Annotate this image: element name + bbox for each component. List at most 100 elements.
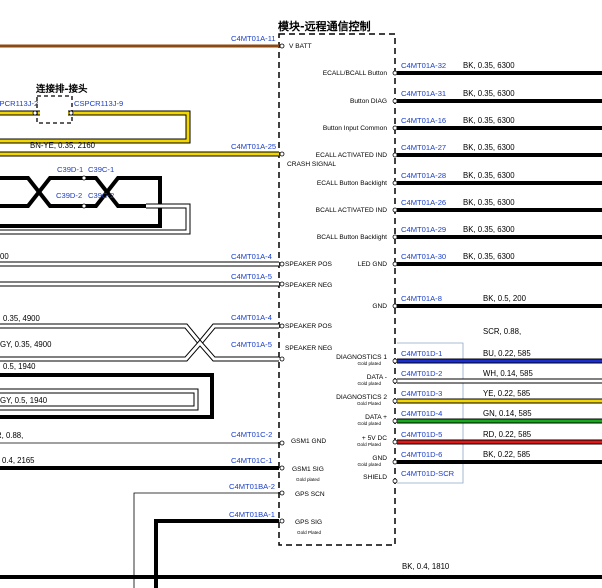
- signal-label-right-6: BCALL ACTIVATED IND: [316, 207, 388, 214]
- signal-label-right-12: DIAGNOSTICS 2: [336, 394, 387, 401]
- pin-label-left-7: C4MT01C-2: [231, 430, 272, 439]
- wire-label-right-14: RD, 0.22, 585: [483, 430, 532, 439]
- c39d2-label: C39D-2: [56, 191, 82, 200]
- signal-label-right-7: BCALL Button Backlight: [317, 234, 387, 241]
- wire-label-right-1: BK, 0.35, 6300: [463, 61, 515, 70]
- signal-label-right-4: ECALL ACTIVATED IND: [316, 152, 388, 159]
- signal-sub-left-8: Gold plated: [296, 477, 320, 482]
- wire-label-right-9: BK, 0.5, 200: [483, 294, 527, 303]
- wire-label-right-12: YE, 0.22, 585: [483, 389, 531, 398]
- wire-label-088: R, 0.88,: [0, 431, 23, 440]
- pin-label-right-14: C4MT01D-5: [401, 430, 442, 439]
- wire-speaker2-twisted[interactable]: [0, 323, 279, 362]
- pin-label-right-13: C4MT01D-4: [401, 409, 442, 418]
- signal-label-right-16: SHIELD: [363, 474, 387, 481]
- wire-label-right-10: BU, 0.22, 585: [483, 349, 531, 358]
- signal-label-left-8: GSM1 SIG: [292, 466, 324, 473]
- pin-label-right-8: C4MT01A-30: [401, 252, 446, 261]
- wire-label-right-15: BK, 0.22, 585: [483, 450, 531, 459]
- signal-sub-right-13: Gold plated: [358, 421, 382, 426]
- pin-label-right-16: C4MT01D-SCR: [401, 469, 455, 478]
- right-wires-group-a: [397, 71, 602, 308]
- pin-label-left-10: C4MT01BA-1: [229, 510, 275, 519]
- wire-label-4900b: GY, 0.35, 4900: [0, 340, 52, 349]
- signal-sub-right-10: Gold plated: [358, 361, 382, 366]
- pin-label-right-1: C4MT01A-32: [401, 61, 446, 70]
- pin-label-right-15: C4MT01D-6: [401, 450, 442, 459]
- loop-black-1940: [0, 373, 214, 419]
- signal-label-left-4: SPEAKER NEG: [285, 282, 332, 289]
- twisted-loop-gray: [0, 203, 191, 235]
- pin-label-right-7: C4MT01A-29: [401, 225, 446, 234]
- wire-label-2165: 0.4, 2165: [2, 456, 35, 465]
- wire-label-right-8: BK, 0.35, 6300: [463, 252, 515, 261]
- wire-label-bottom: BK, 0.4, 1810: [402, 562, 450, 571]
- splice-pin-left: [32, 110, 38, 116]
- pin-label-right-11: C4MT01D-2: [401, 369, 442, 378]
- wire-label-1940a: 0.5, 1940: [3, 362, 36, 371]
- signal-label-right-1: ECALL/BCALL Button: [323, 70, 388, 77]
- signal-sub-left-10: Gold Plated: [297, 530, 321, 535]
- splice-left-pin-label: CSPCR113J-2: [0, 99, 38, 108]
- pin-label-left-2: C4MT01A-25: [231, 142, 276, 151]
- signal-label-right-11: DATA -: [367, 374, 387, 381]
- wire-label-right-7: BK, 0.35, 6300: [463, 225, 515, 234]
- signal-label-left-3: SPEAKER POS: [285, 261, 333, 268]
- pin-terminal: [279, 151, 285, 157]
- pin-label-right-12: C4MT01D-3: [401, 389, 442, 398]
- signal-label-right-8: LED GND: [358, 261, 388, 268]
- pin-terminal: [279, 440, 285, 446]
- splice-loop-yellow: [0, 110, 191, 144]
- scr-wire-label: SCR, 0.88,: [483, 327, 521, 336]
- pin-label-right-9: C4MT01A-8: [401, 294, 442, 303]
- right-pins-group-b: [392, 358, 398, 484]
- pin-terminal: [279, 281, 285, 287]
- pin-terminal: [279, 490, 285, 496]
- c39d1-label: C39D-1: [57, 165, 83, 174]
- signal-sub-right-11: Gold plated: [358, 381, 382, 386]
- wire-gps-sig[interactable]: [154, 519, 279, 588]
- wire-label-right-13: GN, 0.14, 585: [483, 409, 532, 418]
- module-title: 模块-远程通信控制: [278, 19, 371, 33]
- wire-label-1940b: GY, 0.5, 1940: [0, 396, 48, 405]
- pin-terminal: [279, 518, 285, 524]
- signal-label-left-6: SPEAKER NEG: [285, 345, 332, 352]
- pin-terminal: [279, 261, 285, 267]
- wire-label-4900a: 0.35, 4900: [3, 314, 41, 323]
- pin-label-left-1: C4MT01A-11: [231, 34, 276, 43]
- wire-label-right-11: WH, 0.14, 585: [483, 369, 534, 378]
- c39c2-label: C39C-2: [88, 191, 114, 200]
- signal-label-right-13: DATA +: [365, 414, 387, 421]
- signal-label-right-3: Button Input Common: [323, 125, 387, 132]
- pin-label-right-2: C4MT01A-31: [401, 89, 446, 98]
- twisted-loop-black: [0, 176, 162, 228]
- signal-label-left-9: GPS SCN: [295, 491, 325, 498]
- splice-title: 连接排-接头: [36, 83, 88, 95]
- pin-label-right-5: C4MT01A-28: [401, 171, 446, 180]
- pin-label-left-5: C4MT01A-4: [231, 313, 272, 322]
- signal-label-left-10: GPS SIG: [295, 519, 322, 526]
- pin-label-left-8: C4MT01C-1: [231, 456, 272, 465]
- pin-label-left-3: C4MT01A-4: [231, 252, 272, 261]
- pin-label-right-6: C4MT01A-26: [401, 198, 446, 207]
- wire-label-right-6: BK, 0.35, 6300: [463, 198, 515, 207]
- signal-label-right-2: Button DIAG: [350, 98, 387, 105]
- c39c1-label: C39C-1: [88, 165, 114, 174]
- signal-label-right-9: GND: [372, 303, 387, 310]
- signal-sub-right-14: Gold Plated: [357, 442, 381, 447]
- wire-gps-scn[interactable]: [133, 492, 279, 588]
- signal-label-right-15: GND: [372, 455, 387, 462]
- module-box: [278, 33, 396, 546]
- wire-label-right-4: BK, 0.35, 6300: [463, 143, 515, 152]
- signal-label-right-10: DIAGNOSTICS 1: [336, 354, 387, 361]
- signal-label-left-2: CRASH SIGNAL: [287, 161, 336, 168]
- scr-shield-outline: [397, 342, 464, 484]
- wire-label-right-3: BK, 0.35, 6300: [463, 116, 515, 125]
- pin-terminal: [279, 356, 285, 362]
- splice-box: [36, 95, 73, 124]
- wire-label-bn-ye: BN-YE, 0.35, 2160: [30, 141, 96, 150]
- pin-label-left-6: C4MT01A-5: [231, 340, 272, 349]
